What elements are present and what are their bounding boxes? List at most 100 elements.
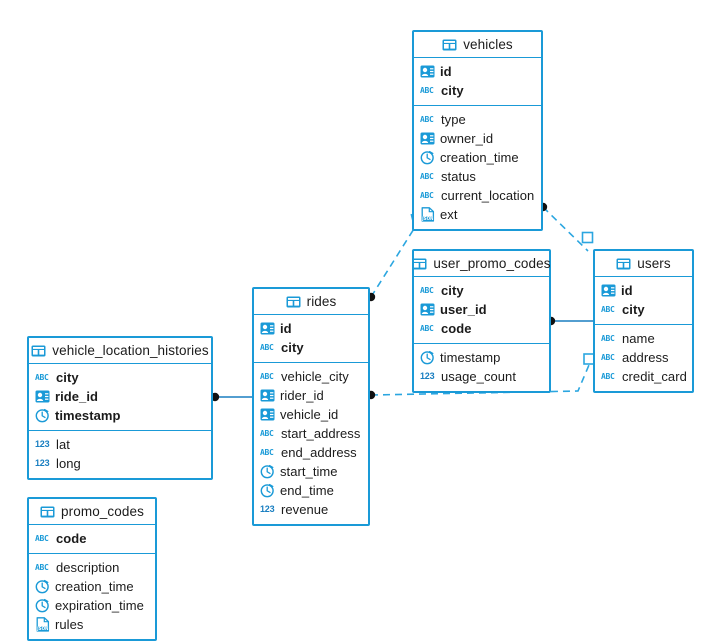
field-label: timestamp [440,350,501,365]
field-label: status [441,169,476,184]
key-id-icon [260,321,275,336]
relationship-vehicles-users[interactable] [538,202,594,252]
table-header[interactable]: rides [254,289,368,315]
columns-section: timestamp 123 usage_count [414,344,549,391]
field-label: id [280,321,292,336]
table-header[interactable]: users [595,251,692,277]
field-row[interactable]: ABC start_address [254,424,368,443]
abc-icon: ABC [601,352,615,362]
field-row[interactable]: expiration_time [29,596,155,615]
number-icon: 123 [35,439,50,449]
key-id-icon [601,283,616,298]
key-field-row[interactable]: ABC city [254,338,368,357]
field-row[interactable]: vehicle_id [254,405,368,424]
number-icon: 123 [420,371,435,381]
key-field-row[interactable]: user_id [414,300,549,319]
field-label: usage_count [441,369,517,384]
field-label: city [441,283,464,298]
relationship-user-promo-codes-users[interactable] [546,316,595,326]
abc-icon: ABC [35,533,49,543]
key-field-row[interactable]: timestamp [29,406,211,425]
field-label: start_time [280,464,338,479]
clock-icon [260,464,275,479]
abc-icon: ABC [601,333,615,343]
clock-icon [260,483,275,498]
field-row[interactable]: rider_id [254,386,368,405]
key-field-row[interactable]: id [595,281,692,300]
field-row[interactable]: 123 usage_count [414,367,549,386]
field-row[interactable]: owner_id [414,129,541,148]
field-row[interactable]: creation_time [414,148,541,167]
field-label: start_address [281,426,361,441]
field-label: credit_card [622,369,687,384]
abc-icon: ABC [420,285,434,295]
edge-square-marker [581,231,594,244]
key-field-row[interactable]: id [254,319,368,338]
field-label: rules [55,617,84,632]
table-title: vehicle_location_histories [52,343,209,358]
abc-icon: ABC [260,428,274,438]
field-label: city [441,83,464,98]
field-label: revenue [281,502,329,517]
field-row[interactable]: timestamp [414,348,549,367]
key-field-row[interactable]: ABC city [414,281,549,300]
clock-icon [420,150,435,165]
abc-icon: ABC [260,342,274,352]
table-header[interactable]: vehicles [414,32,541,58]
field-label: owner_id [440,131,494,146]
key-field-row[interactable]: id [414,62,541,81]
field-row[interactable]: end_time [254,481,368,500]
table-header[interactable]: vehicle_location_histories [29,338,211,364]
table-header[interactable]: promo_codes [29,499,155,525]
field-row[interactable]: start_time [254,462,368,481]
table-title: promo_codes [61,504,144,519]
field-label: end_address [281,445,357,460]
json-icon: JSON [420,207,435,222]
field-label: end_time [280,483,334,498]
field-row[interactable]: creation_time [29,577,155,596]
relationship-vehicle-location-histories-rides[interactable] [210,392,254,402]
field-label: id [440,64,452,79]
abc-icon: ABC [420,190,434,200]
table-icon [442,37,457,52]
field-label: description [56,560,120,575]
table-icon [286,294,301,309]
table-header[interactable]: user_promo_codes [412,251,551,277]
key-field-row[interactable]: ride_id [29,387,211,406]
table-title: user_promo_codes [433,256,551,271]
key-id-icon [420,302,435,317]
field-label: city [281,340,304,355]
